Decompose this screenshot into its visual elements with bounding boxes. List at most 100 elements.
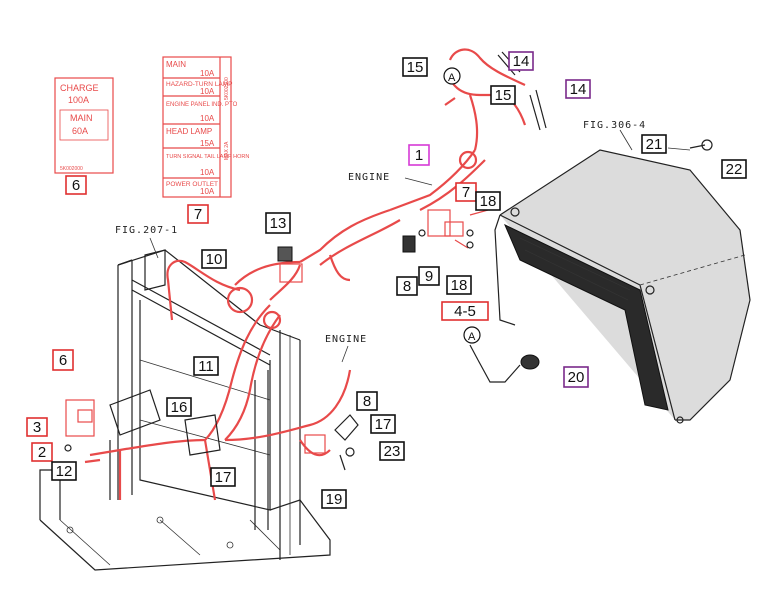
callout-box <box>321 489 347 509</box>
callout-c18b: 18 <box>446 275 472 295</box>
callout-box <box>31 442 53 462</box>
fuse-row-4-name: TURN SIGNAL TAIL LAMP HORN <box>166 154 249 160</box>
callout-c18a: 18 <box>475 191 501 211</box>
callout-c6b: 6 <box>52 349 74 371</box>
callout-c6a: 6 <box>65 175 87 195</box>
callout-c11: 11 <box>193 356 219 376</box>
circle-a-bottom-text: A <box>468 331 476 343</box>
callout-c1: 1 <box>408 144 430 166</box>
callout-box <box>193 356 219 376</box>
callout-number: 6 <box>59 352 67 369</box>
callout-number: 21 <box>646 136 663 153</box>
callout-number: 18 <box>480 193 497 210</box>
fuse-row-3-name: HEAD LAMP <box>166 127 212 136</box>
callout-number: 15 <box>495 87 512 104</box>
fuse-rating-tag: MAIN 10A HAZARD-TURN LAMP 10A ENGINE PAN… <box>162 56 249 198</box>
callout-c9: 9 <box>418 266 440 286</box>
callout-c16: 16 <box>166 397 192 417</box>
fuse-row-2-amp: 10A <box>200 114 215 123</box>
circle-a-bottom: A <box>463 326 481 344</box>
small-parts <box>64 51 547 471</box>
callout-box <box>475 191 501 211</box>
callout-box <box>565 79 591 99</box>
fuse-row-0-name: MAIN <box>166 60 186 69</box>
callout-number: 3 <box>33 419 41 436</box>
callout-number: 9 <box>425 268 433 285</box>
fuse-row-4-amp: 10A <box>200 168 215 177</box>
circle-a-top: A <box>443 67 461 85</box>
fuse-row-1-amp: 10A <box>200 87 215 96</box>
callout-box <box>721 159 747 179</box>
callout-box <box>418 266 440 286</box>
fuse-row-0-amp: 10A <box>200 69 215 78</box>
callout-number: 18 <box>451 277 468 294</box>
engine-label-bottom: ENGINE <box>325 334 367 345</box>
callout-number: 7 <box>194 206 202 223</box>
charge-tag-line1: CHARGE <box>60 83 99 93</box>
fuse-row-5-name: POWER OUTLET <box>166 181 218 188</box>
callout-box <box>65 175 87 195</box>
callout-c4_5: 4-5 <box>441 301 489 321</box>
callout-number: 7 <box>462 184 470 201</box>
callout-c21: 21 <box>641 134 667 154</box>
callout-c17a: 17 <box>370 414 396 434</box>
charge-tag-line4: 60A <box>72 126 88 136</box>
callout-c7a: 7 <box>187 204 209 224</box>
charge-tag-line2: 100A <box>68 95 89 105</box>
callout-c15a: 15 <box>402 57 428 77</box>
callout-box <box>379 441 405 461</box>
callout-box <box>408 144 430 166</box>
callout-number: 15 <box>407 59 424 76</box>
callout-box <box>201 249 227 269</box>
callout-c15b: 15 <box>490 85 516 105</box>
callout-box <box>446 275 472 295</box>
callout-box <box>356 391 378 411</box>
wire-harness <box>65 48 527 501</box>
callout-c7b: 7 <box>455 182 477 202</box>
charge-fuse-tag: CHARGE 100A MAIN 60A 5K002000 <box>54 77 114 174</box>
chassis-frame <box>39 237 331 571</box>
callout-number: 17 <box>375 416 392 433</box>
fuse-row-5-amp: 10A <box>200 187 215 196</box>
callout-c20: 20 <box>563 366 589 388</box>
callout-c22: 22 <box>721 159 747 179</box>
callout-number: 14 <box>570 81 587 98</box>
callout-number: 23 <box>384 443 401 460</box>
callout-number: 20 <box>568 369 585 386</box>
callout-box <box>210 467 236 487</box>
callout-number: 22 <box>726 161 743 178</box>
callout-c17b: 17 <box>210 467 236 487</box>
callout-number: 14 <box>513 53 530 70</box>
fuse-row-2-name: ENGINE PANEL IND. PTO <box>166 102 238 108</box>
callout-number: 10 <box>206 251 223 268</box>
callout-number: 13 <box>270 215 287 232</box>
callout-c3: 3 <box>26 417 48 437</box>
callout-number: 1 <box>415 147 423 164</box>
callout-box <box>51 461 77 481</box>
callout-c8a: 8 <box>396 276 418 296</box>
callout-c14b: 14 <box>565 79 591 99</box>
callout-number: 6 <box>72 177 80 194</box>
fig-207-label: FIG.207-1 <box>115 225 178 236</box>
fig-306-label: FIG.306-4 <box>583 120 646 131</box>
callout-number: 19 <box>326 491 343 508</box>
callout-c2: 2 <box>31 442 53 462</box>
callout-box <box>265 212 291 234</box>
callout-c10: 10 <box>201 249 227 269</box>
callout-number: 17 <box>215 469 232 486</box>
callout-box <box>396 276 418 296</box>
callout-number: 4-5 <box>454 303 476 320</box>
callout-box <box>166 397 192 417</box>
callout-box <box>26 417 48 437</box>
callout-c19: 19 <box>321 489 347 509</box>
fuse-side-code-0: MAX 2A <box>224 141 230 160</box>
callout-number: 2 <box>38 444 46 461</box>
fuse-row-1-name: HAZARD-TURN LAMP <box>166 81 232 88</box>
callout-c12: 12 <box>51 461 77 481</box>
callout-box <box>187 204 209 224</box>
fuse-row-3-amp: 15A <box>200 139 215 148</box>
callout-c23: 23 <box>379 441 405 461</box>
callout-box <box>441 301 489 321</box>
engine-label-top: ENGINE <box>348 172 390 183</box>
